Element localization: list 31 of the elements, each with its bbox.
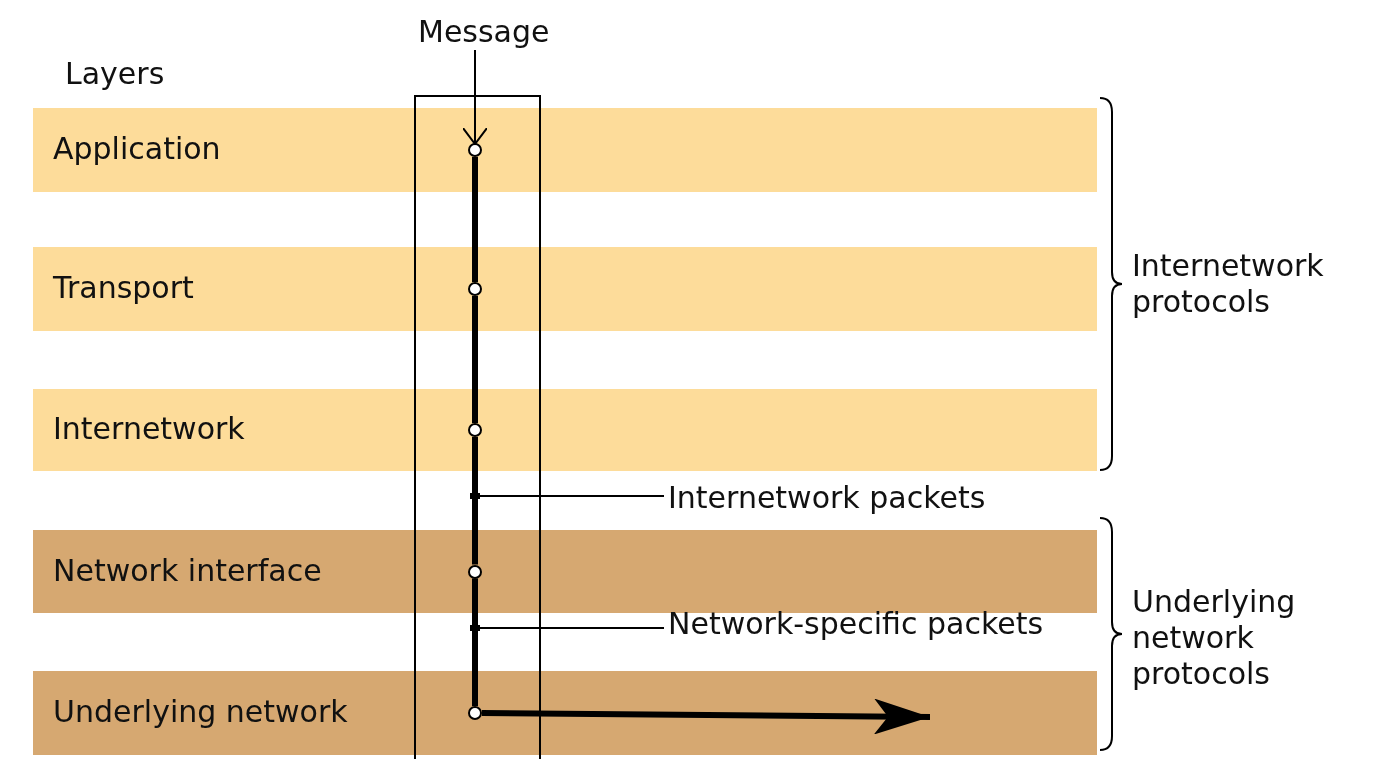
- layer-band: [33, 671, 1097, 755]
- arrow: [481, 698, 931, 735]
- leader-line: [479, 627, 665, 629]
- layer-name: Internetwork: [53, 411, 245, 446]
- layer-name: Network interface: [53, 552, 322, 588]
- heading-label: Layers: [65, 56, 165, 92]
- junction-circle: [468, 564, 482, 579]
- arrow: [462, 49, 488, 145]
- layer-band: [33, 108, 1097, 192]
- message-label: Message: [418, 14, 550, 50]
- group-label: Internetwork protocols: [1132, 248, 1325, 320]
- group-label: Underlying network protocols: [1132, 584, 1297, 692]
- connector-line: [472, 499, 478, 565]
- connector-line: [472, 157, 478, 282]
- callout-label: Internetwork packets: [668, 480, 986, 516]
- junction-circle: [468, 143, 482, 157]
- junction-circle: [468, 423, 482, 437]
- callout-label: Network-specific packets: [668, 606, 1044, 642]
- layer-name: Application: [53, 131, 221, 166]
- layer-name: Underlying network: [53, 694, 348, 729]
- junction-circle: [468, 282, 482, 296]
- connector-line: [472, 296, 478, 423]
- layer-name: Transport: [53, 270, 194, 305]
- connector-line: [472, 578, 478, 625]
- connector-line: [472, 631, 478, 706]
- layer-band: [33, 389, 1097, 471]
- layer-band: [33, 247, 1097, 331]
- leader-line: [479, 495, 665, 497]
- layer-band: [33, 530, 1097, 613]
- connector-line: [472, 437, 478, 493]
- junction-circle: [468, 706, 482, 720]
